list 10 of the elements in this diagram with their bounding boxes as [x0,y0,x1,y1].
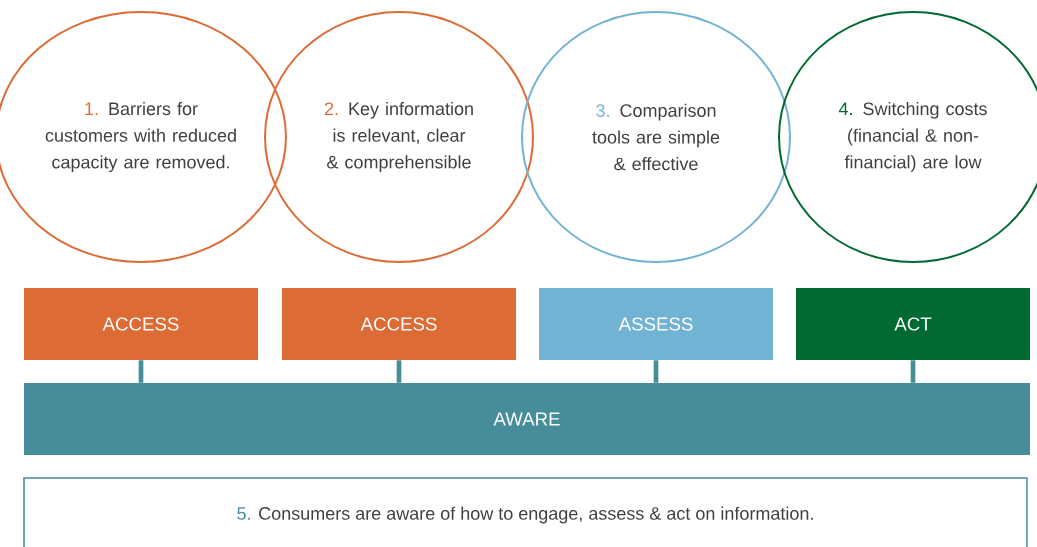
connector [396,360,402,383]
connector [138,360,144,383]
aware-bar: AWARE [24,383,1030,455]
stage-bar: ASSESS [539,288,773,360]
stage-bar: ACCESS [282,288,516,360]
statement-box: 5. Consumers are aware of how to engage, assess & act on information. [23,477,1028,547]
connector [653,360,659,383]
stage-bar: ACT [796,288,1030,360]
connector [910,360,916,383]
stage-bar: ACCESS [24,288,258,360]
